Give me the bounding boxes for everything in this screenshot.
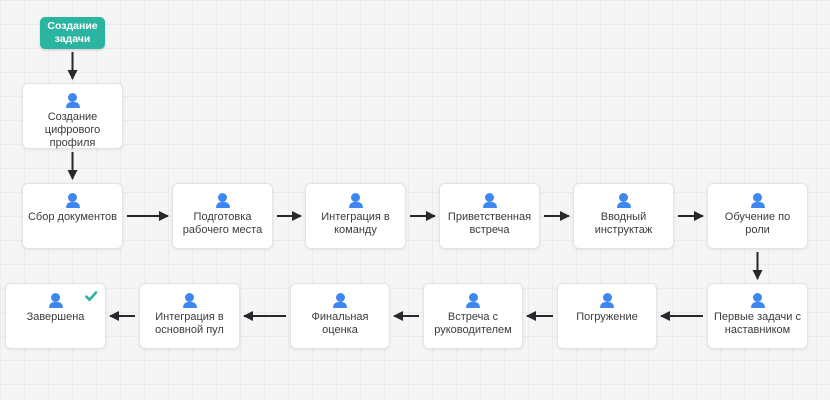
node-meeting-with-manager[interactable]: Встреча с руководителем bbox=[423, 283, 523, 349]
node-label: Создание цифрового профиля bbox=[44, 111, 101, 149]
person-icon bbox=[65, 93, 81, 108]
person-icon bbox=[465, 293, 481, 308]
node-label: Первые задачи с наставником bbox=[714, 311, 801, 336]
node-collect-documents[interactable]: Сбор документов bbox=[22, 183, 123, 249]
person-icon bbox=[616, 193, 632, 208]
person-icon bbox=[65, 193, 81, 208]
node-label: Сбор документов bbox=[27, 211, 117, 223]
node-label: Погружение bbox=[576, 311, 638, 323]
node-label: Интеграция в основной пул bbox=[155, 311, 224, 336]
node-label: Встреча с руководителем bbox=[434, 311, 512, 336]
node-label: Завершена bbox=[26, 311, 85, 323]
node-label: Приветственная встреча bbox=[447, 211, 532, 236]
person-icon bbox=[48, 293, 64, 308]
node-role-training[interactable]: Обучение по роли bbox=[707, 183, 808, 249]
person-icon bbox=[215, 193, 231, 208]
check-icon bbox=[84, 289, 98, 303]
node-create-digital-profile[interactable]: Создание цифрового профиля bbox=[22, 83, 123, 149]
node-label: Интеграция в команду bbox=[321, 211, 390, 236]
person-icon bbox=[750, 193, 766, 208]
node-welcome-meeting[interactable]: Приветственная встреча bbox=[439, 183, 540, 249]
person-icon bbox=[482, 193, 498, 208]
node-label: Обучение по роли bbox=[724, 211, 791, 236]
node-label: Создание задачи bbox=[47, 19, 98, 45]
person-icon bbox=[182, 293, 198, 308]
person-icon bbox=[348, 193, 364, 208]
node-completed[interactable]: Завершена bbox=[5, 283, 106, 349]
person-icon bbox=[332, 293, 348, 308]
node-create-task[interactable]: Создание задачи bbox=[40, 17, 105, 49]
person-icon bbox=[750, 293, 766, 308]
node-label: Вводный инструктаж bbox=[594, 211, 653, 236]
node-main-pool-integration[interactable]: Интеграция в основной пул bbox=[139, 283, 240, 349]
node-intro-briefing[interactable]: Вводный инструктаж bbox=[573, 183, 674, 249]
node-immersion[interactable]: Погружение bbox=[557, 283, 657, 349]
node-prepare-workspace[interactable]: Подготовка рабочего места bbox=[172, 183, 273, 249]
node-team-integration[interactable]: Интеграция в команду bbox=[305, 183, 406, 249]
node-final-evaluation[interactable]: Финальная оценка bbox=[290, 283, 390, 349]
person-icon bbox=[599, 293, 615, 308]
node-label: Финальная оценка bbox=[311, 311, 369, 336]
node-label: Подготовка рабочего места bbox=[182, 211, 263, 236]
node-first-tasks-with-mentor[interactable]: Первые задачи с наставником bbox=[707, 283, 808, 349]
